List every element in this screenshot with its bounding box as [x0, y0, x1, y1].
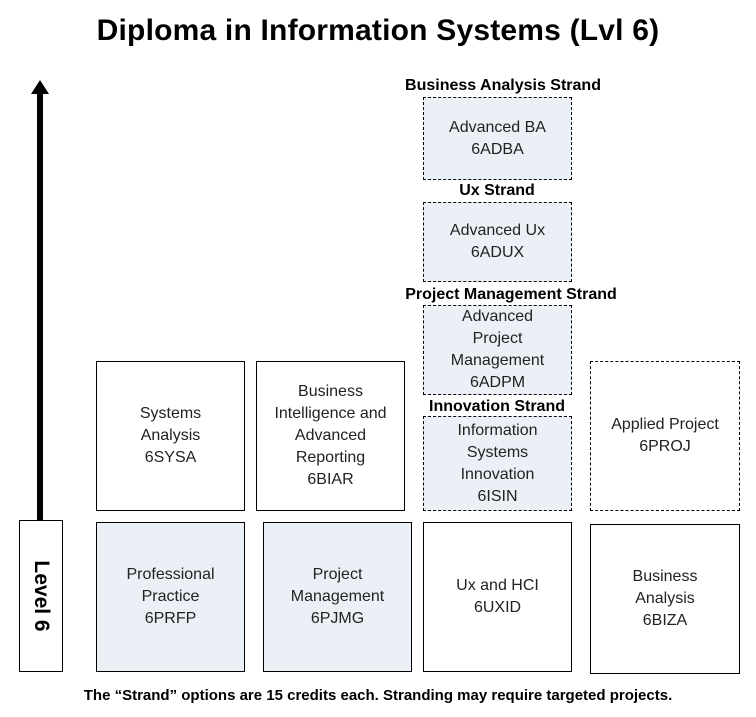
- module-applied-project: Applied Project 6PROJ: [590, 361, 740, 511]
- module-line: 6ADUX: [470, 244, 525, 261]
- module-line: Project: [472, 330, 523, 347]
- module-line: Advanced Ux: [449, 222, 546, 239]
- module-line: Management: [290, 588, 385, 605]
- module-line: 6BIAR: [307, 471, 354, 488]
- module-line: 6PJMG: [310, 610, 365, 627]
- module-line: Advanced BA: [449, 118, 546, 136]
- module-line: 6SYSA: [144, 449, 197, 466]
- level-label: Level 6: [30, 560, 53, 632]
- strand-label-ux: Ux Strand: [459, 182, 535, 199]
- module-line: Systems: [139, 405, 202, 422]
- module-line: 6BIZA: [642, 612, 688, 629]
- module-line: Professional: [126, 566, 215, 583]
- module-line: 6PROJ: [639, 438, 691, 455]
- module-ux-hci: Ux and HCI 6UXID: [423, 522, 572, 672]
- module-line: Advanced: [461, 308, 534, 325]
- module-line: Project: [312, 566, 363, 583]
- module-line: Analysis: [140, 427, 201, 444]
- module-line: 6ADPM: [469, 374, 526, 391]
- module-line: Innovation: [460, 465, 535, 483]
- strand-label-innovation: Innovation Strand: [429, 398, 565, 415]
- module-line: Systems: [466, 443, 529, 461]
- module-line: 6PRFP: [144, 610, 197, 627]
- module-advanced-ba: Advanced BA 6ADBA: [423, 97, 572, 180]
- module-line: Advanced: [294, 427, 367, 444]
- diagram-title: Diploma in Information Systems (Lvl 6): [96, 14, 660, 47]
- level-arrow-head-icon: [31, 80, 49, 94]
- module-line: Management: [450, 352, 545, 369]
- module-advanced-ux: Advanced Ux 6ADUX: [423, 202, 572, 282]
- module-line: Information: [457, 421, 538, 439]
- module-line: 6UXID: [473, 599, 522, 616]
- level-arrow-shaft: [37, 90, 43, 520]
- module-line: Ux and HCI: [456, 577, 539, 594]
- module-line: 6ISIN: [477, 487, 518, 505]
- module-line: Intelligence and: [274, 405, 387, 422]
- module-line: 6ADBA: [471, 140, 524, 158]
- module-line: Business: [632, 568, 698, 585]
- footnote: The “Strand” options are 15 credits each…: [83, 687, 673, 704]
- module-line: Business: [298, 383, 363, 400]
- strand-label-business-analysis: Business Analysis Strand: [405, 77, 601, 94]
- module-line: Practice: [141, 588, 200, 605]
- strand-label-project-management: Project Management Strand: [405, 286, 617, 303]
- module-line: Applied Project: [611, 416, 719, 433]
- module-line: Reporting: [295, 449, 366, 466]
- module-line: Analysis: [635, 590, 695, 607]
- level-box: [19, 520, 63, 672]
